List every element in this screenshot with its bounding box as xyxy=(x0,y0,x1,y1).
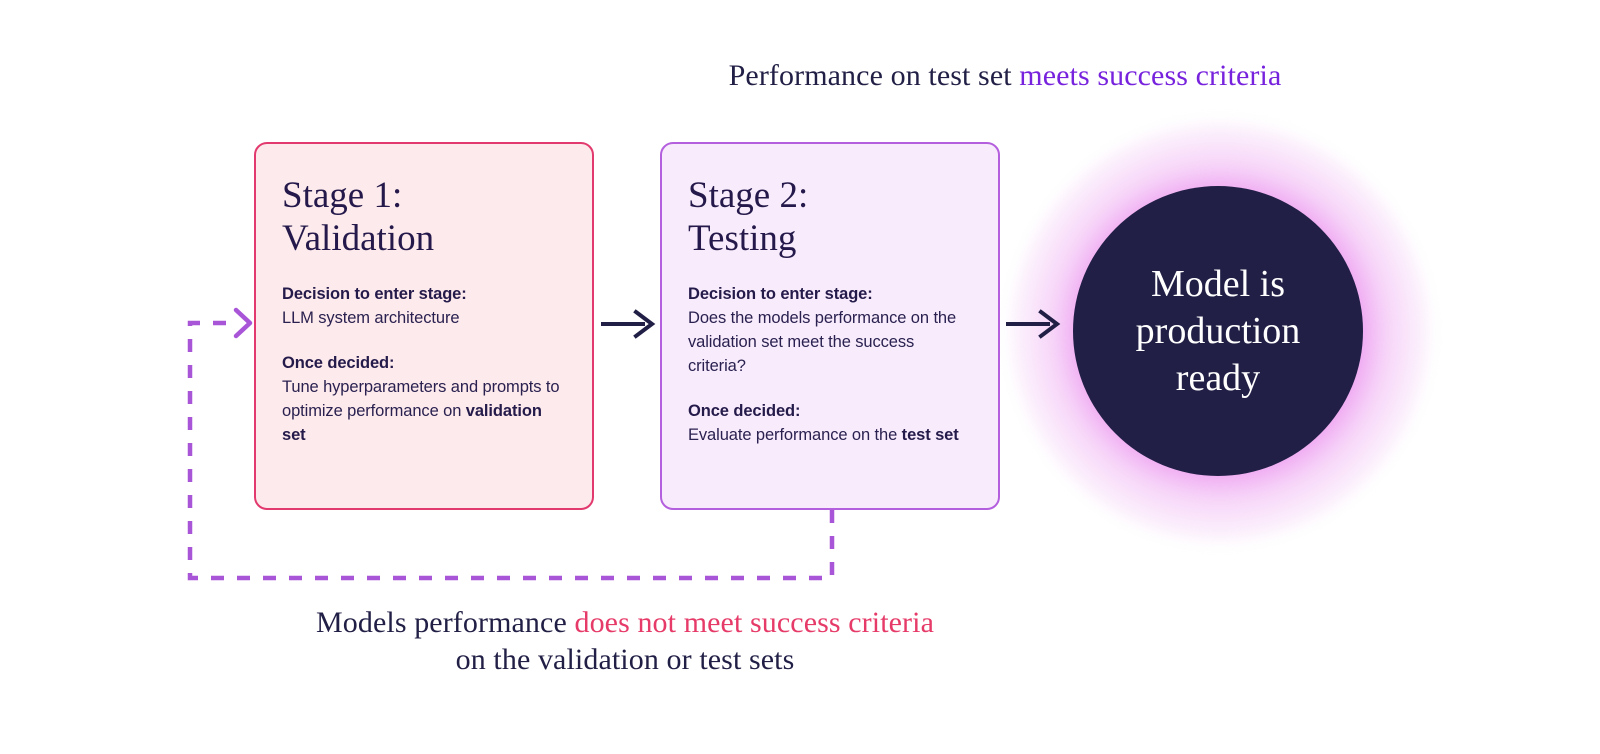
top-caption-inner: Performance on test set meets success cr… xyxy=(729,57,1282,95)
stage-2-once-body-emphasis: test set xyxy=(901,426,959,444)
bottom-caption-plain: Models performance xyxy=(316,606,575,639)
top-caption: Performance on test set meets success cr… xyxy=(0,57,1600,95)
stage-2-once-body-text: Evaluate performance on the xyxy=(688,426,902,444)
stage-1-decision-heading: Decision to enter stage: xyxy=(282,285,467,303)
stage-1-block-decision: Decision to enter stage: LLM system arch… xyxy=(282,282,566,330)
stage-2-once-body: Evaluate performance on the test set xyxy=(688,423,972,447)
stage-2-decision-body-text: Does the models performance on the valid… xyxy=(688,309,957,375)
result-circle-label: Model is production ready xyxy=(1135,262,1301,399)
bottom-caption: Models performance does not meet success… xyxy=(0,604,1600,678)
stage-1-decision-body: LLM system architecture xyxy=(282,306,566,330)
arrow-right-icon-stage1-to-stage2 xyxy=(601,309,656,339)
stage-1-title: Stage 1: Validation xyxy=(282,175,435,259)
top-caption-highlight: meets success criteria xyxy=(1019,59,1282,92)
stage-1-decision-body-text: LLM system architecture xyxy=(282,309,460,327)
bottom-caption-line-1: Models performance does not meet success… xyxy=(316,604,934,641)
stage-2-title: Stage 2: Testing xyxy=(688,175,809,259)
stage-1-once-body: Tune hyperparameters and prompts to opti… xyxy=(282,375,566,447)
stage-2-once-heading: Once decided: xyxy=(688,402,801,420)
stage-card-validation[interactable]: Stage 1: Validation Decision to enter st… xyxy=(254,142,594,510)
bottom-caption-line-2: on the validation or test sets xyxy=(455,643,795,676)
bottom-caption-highlight: does not meet success criteria xyxy=(574,606,934,639)
stage-1-block-once-decided: Once decided: Tune hyperparameters and p… xyxy=(282,351,566,447)
stage-2-decision-body: Does the models performance on the valid… xyxy=(688,306,972,378)
stage-2-block-once-decided: Once decided: Evaluate performance on th… xyxy=(688,399,972,447)
stage-2-decision-heading: Decision to enter stage: xyxy=(688,285,873,303)
stage-1-once-heading: Once decided: xyxy=(282,354,395,372)
top-caption-plain: Performance on test set xyxy=(728,59,1020,92)
result-circle-production-ready[interactable]: Model is production ready xyxy=(1073,186,1363,476)
stage-2-block-decision: Decision to enter stage: Does the models… xyxy=(688,282,972,378)
stage-card-testing[interactable]: Stage 2: Testing Decision to enter stage… xyxy=(660,142,1000,510)
bottom-caption-inner: Models performance does not meet success… xyxy=(316,604,934,678)
